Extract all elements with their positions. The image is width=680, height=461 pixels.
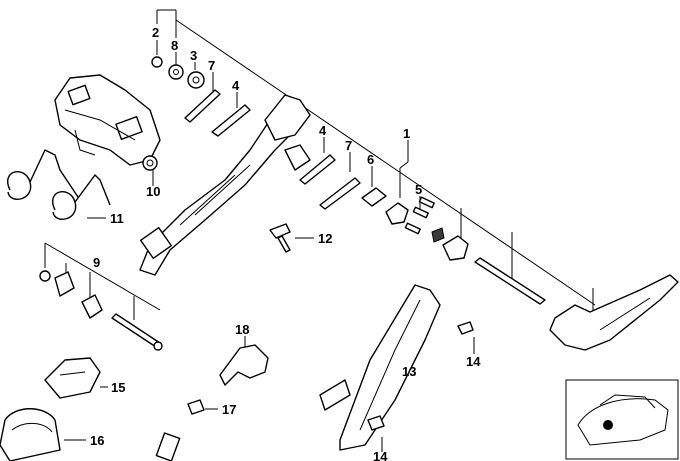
callout-3: 3: [190, 48, 197, 63]
callout-15: 15: [111, 380, 125, 395]
callout-4: 4: [232, 78, 240, 93]
callout-9: 9: [93, 255, 100, 270]
steering-column-housing: [54, 74, 161, 166]
callout-17: 17: [222, 402, 236, 417]
callout-14: 14: [373, 449, 388, 461]
part-16: [0, 408, 61, 461]
steering-shaft: [139, 94, 311, 276]
callout-4: 4: [319, 123, 327, 138]
connector-18: [219, 344, 269, 386]
bracket-13: [319, 284, 441, 451]
small-parts-top: [142, 56, 361, 210]
callout-12: 12: [318, 231, 332, 246]
part-15: [44, 357, 101, 399]
callout-6: 6: [367, 152, 374, 167]
callout-5: 5: [415, 182, 422, 197]
callout-2: 2: [152, 25, 159, 40]
callout-14: 14: [466, 354, 481, 369]
leader-lines: [44, 9, 596, 452]
callout-labels: 2 8 3 7 4 4 7 6 1 5 10 11 12 9 18 14 13 …: [90, 25, 481, 461]
bolt-12: [269, 223, 291, 253]
callout-18: 18: [235, 322, 249, 337]
adjustment-lever: [549, 274, 679, 351]
callout-11: 11: [110, 211, 124, 226]
callout-16: 16: [90, 433, 104, 448]
callout-7: 7: [345, 138, 352, 153]
callout-10: 10: [146, 184, 160, 199]
callout-7: 7: [208, 58, 215, 73]
callout-13: 13: [402, 364, 416, 379]
callout-1: 1: [403, 126, 410, 141]
callout-8: 8: [171, 38, 178, 53]
lock-parts: [361, 187, 546, 305]
left-small-parts: [39, 270, 163, 351]
car-location-thumbnail-icon: [565, 379, 679, 460]
spring-clip: [7, 149, 111, 220]
small-screws-bottom: [155, 321, 474, 461]
